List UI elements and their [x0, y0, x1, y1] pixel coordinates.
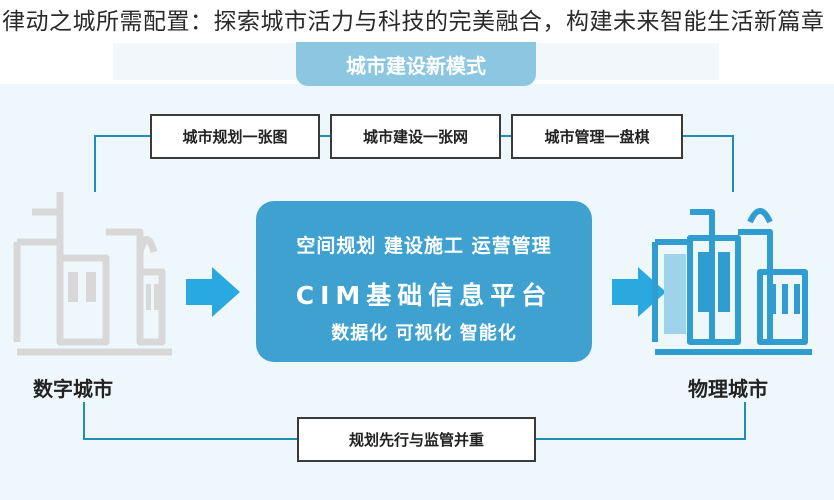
top-box-management: 城市管理一盘棋	[511, 114, 683, 159]
platform-line-1: 空间规划 建设施工 运营管理	[296, 235, 552, 257]
platform-line-3: 数据化 可视化 智能化	[331, 323, 517, 344]
bottom-right-connector	[536, 402, 746, 440]
right-label-physical-city: 物理城市	[688, 377, 768, 401]
headline-text: 律动之城所需配置：探索城市活力与科技的完美融合，构建未来智能生活新篇章	[2, 9, 825, 35]
top-box-planning: 城市规划一张图	[150, 114, 320, 159]
diagram-title: 城市建设新模式	[296, 42, 536, 86]
left-label-digital-city: 数字城市	[33, 377, 113, 401]
arrow-right-icon	[186, 267, 240, 317]
top-left-connector	[94, 135, 150, 192]
physical-city-icon	[652, 208, 812, 355]
top-right-connector	[683, 135, 734, 192]
cim-platform: 空间规划 建设施工 运营管理 CIM基础信息平台 数据化 可视化 智能化	[256, 201, 592, 362]
platform-line-2: CIM基础信息平台	[295, 281, 553, 310]
top-box-construction: 城市建设一张网	[330, 114, 501, 159]
bottom-left-connector	[83, 402, 297, 440]
bottom-box-supervision: 规划先行与监管并重	[297, 417, 536, 462]
arrow-right-icon	[612, 267, 666, 317]
digital-city-icon	[13, 192, 172, 356]
